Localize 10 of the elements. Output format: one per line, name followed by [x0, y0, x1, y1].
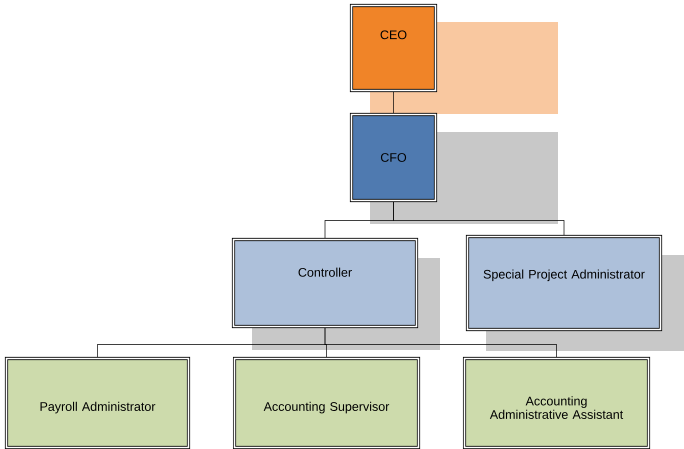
- org-box: Accounting Administrative Assistant: [462, 356, 650, 449]
- org-box: Payroll Administrator: [4, 356, 190, 449]
- org-box: Controller: [232, 238, 418, 328]
- org-box: CEO: [350, 4, 438, 92]
- org-box: Accounting Supervisor: [232, 356, 420, 449]
- org-box: Special Project Administrator: [466, 234, 662, 332]
- connector-line: [324, 327, 557, 358]
- connector-line: [393, 201, 564, 236]
- org-box: CFO: [350, 112, 438, 202]
- connector-line: [393, 91, 394, 114]
